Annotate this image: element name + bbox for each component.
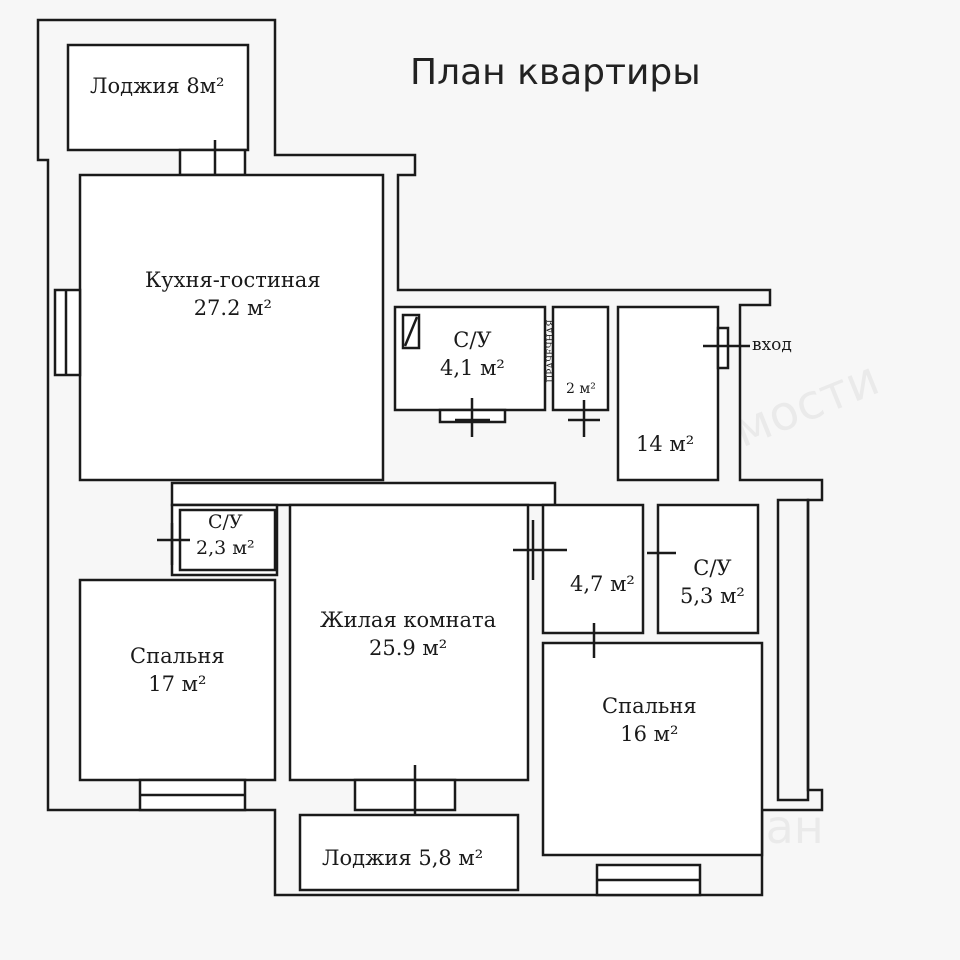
laundry-area: 2 м² — [566, 381, 596, 397]
hall-area: 14 м² — [636, 432, 695, 456]
room-area: 4,1 м² — [440, 356, 505, 381]
room-area: 17 м² — [148, 672, 207, 697]
room-name: С/У — [693, 556, 732, 580]
kitchen-room — [78, 173, 385, 482]
entrance-label: вход — [752, 335, 792, 355]
living-label: Жилая комната 25.9 м² — [320, 606, 496, 663]
bedroom-left-room — [78, 578, 277, 782]
kitchen-label: Кухня-гостиная 27.2 м² — [145, 266, 321, 323]
loggia-bottom-label: Лоджия 5,8 м² — [322, 844, 483, 872]
room-name: Кухня-гостиная — [145, 268, 321, 292]
laundry-name: ПРАЧЕЧНАЯ — [546, 319, 557, 383]
room-area: 5,8 м² — [418, 846, 484, 870]
bath2-label: С/У 2,3 м² — [196, 510, 255, 561]
corridor-area: 4,7 м² — [570, 572, 635, 596]
bedroom-left-label: Спальня 17 м² — [130, 642, 225, 699]
room-area: 2,3 м² — [196, 536, 255, 559]
bath3-room — [656, 503, 760, 635]
page-title: План квартиры — [410, 52, 701, 93]
living-room — [288, 503, 530, 782]
room-name: Спальня — [130, 644, 225, 668]
corridor-room — [541, 503, 645, 635]
room-area: 27.2 м² — [193, 296, 272, 321]
room-area: 5,3 м² — [680, 584, 745, 609]
bath3-label: С/У 5,3 м² — [680, 554, 745, 611]
loggia-top-room — [66, 43, 250, 152]
loggia-top-label: Лоджия 8м² — [90, 72, 224, 100]
laundry-room — [551, 305, 610, 412]
room-area: 25.9 м² — [368, 636, 448, 661]
room-area: 8м² — [186, 74, 225, 98]
room-name: Лоджия — [322, 846, 412, 870]
room-name: Лоджия — [90, 74, 180, 98]
bedroom-right-room — [541, 641, 764, 857]
loggia-bottom-room — [298, 813, 520, 892]
room-name: Жилая комната — [320, 608, 497, 632]
room-name: С/У — [207, 511, 243, 533]
hall-room — [616, 305, 720, 482]
room-name: С/У — [453, 328, 492, 352]
room-name: Спальня — [602, 694, 697, 718]
room-area: 16 м² — [620, 722, 679, 747]
bath1-label: С/У 4,1 м² — [440, 326, 505, 383]
bedroom-right-label: Спальня 16 м² — [602, 692, 697, 749]
